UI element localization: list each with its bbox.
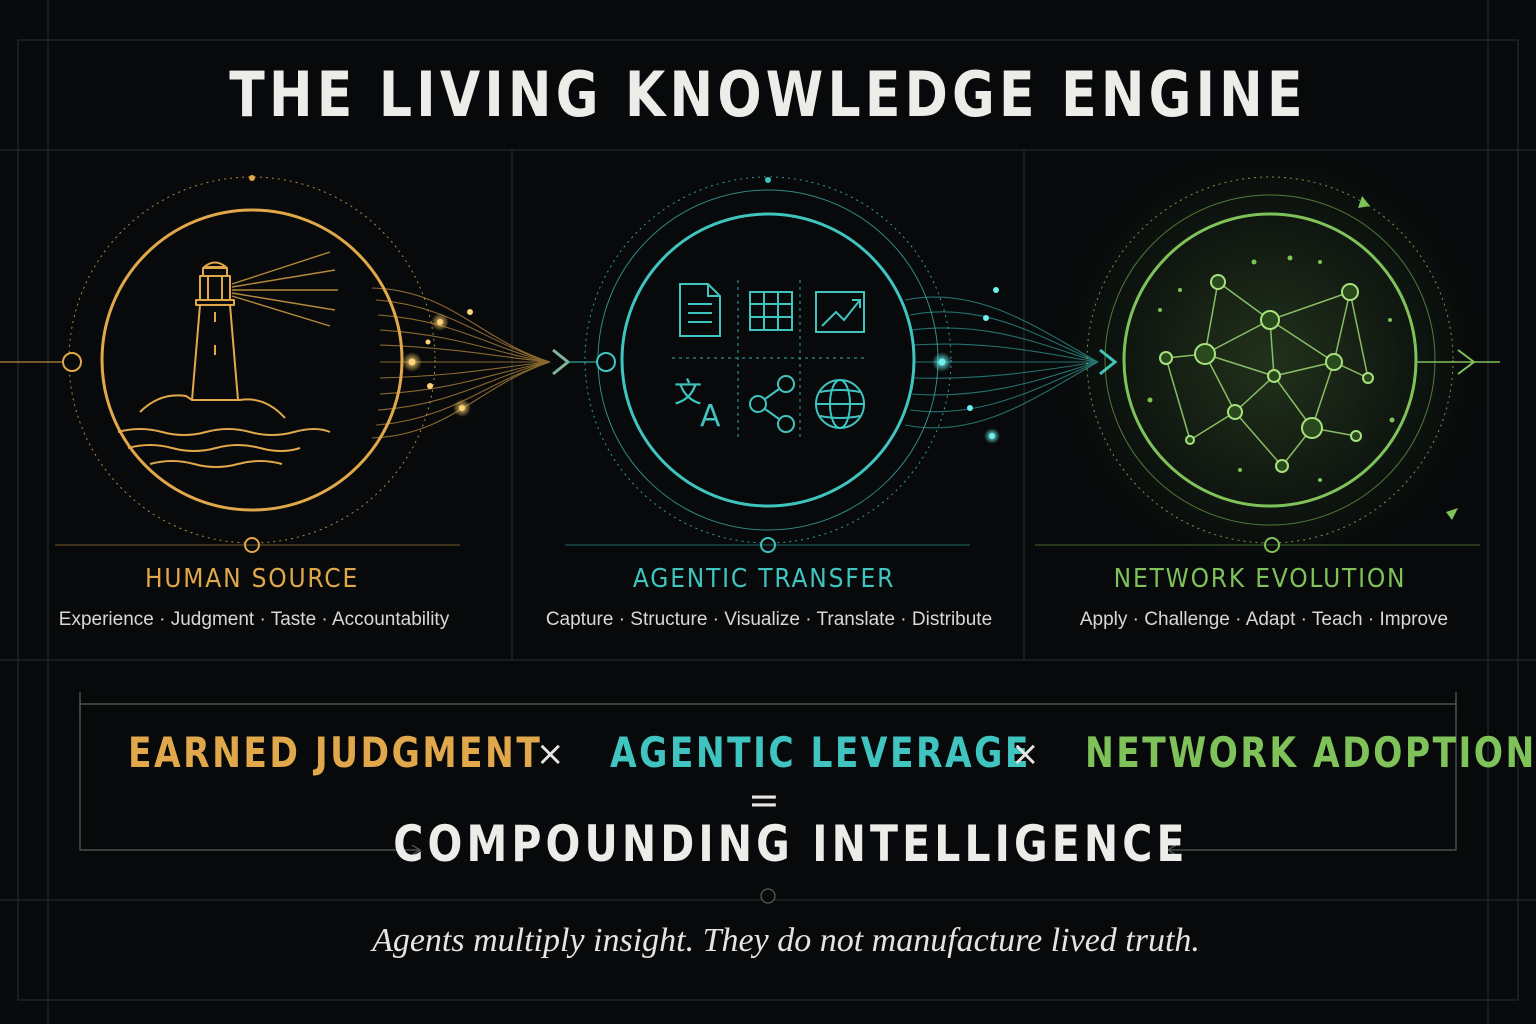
- svg-text:A: A: [700, 399, 721, 434]
- svg-text:文: 文: [674, 376, 702, 409]
- network-graph-icon: [1147, 255, 1395, 482]
- lighthouse-icon: [117, 251, 338, 468]
- equation-term-agentic-leverage: AGENTIC LEVERAGE: [610, 728, 1031, 777]
- share-icon: [749, 375, 795, 433]
- globe-icon: [815, 379, 865, 429]
- tagline: Agents multiply insight. They do not man…: [372, 922, 1200, 959]
- stage-label-agentic-transfer: AGENTIC TRANSFER: [632, 564, 896, 594]
- stage-label-network-evolution: NETWORK EVOLUTION: [1113, 564, 1407, 594]
- translate-icon: 文 A: [674, 376, 721, 434]
- teal-particles: [932, 287, 1000, 444]
- stage-traits-agentic-transfer: Capture · Structure · Visualize · Transl…: [545, 609, 993, 630]
- page-title: THE LIVING KNOWLEDGE ENGINE: [229, 58, 1307, 131]
- line-chart-icon: [815, 291, 865, 333]
- network-evolution-emblem: [1035, 150, 1500, 570]
- human-source-emblem: [0, 175, 460, 553]
- equation-frame: [79, 692, 1457, 904]
- gold-particles: [402, 309, 473, 417]
- equation-result: COMPOUNDING INTELLIGENCE: [393, 815, 1189, 873]
- stage-label-human-source: HUMAN SOURCE: [144, 564, 360, 594]
- stage-traits-human-source: Experience · Judgment · Taste · Accounta…: [58, 609, 450, 630]
- agentic-transfer-emblem: [565, 176, 970, 553]
- multiply-operator-1: ×: [536, 734, 565, 774]
- document-icon: [679, 283, 721, 337]
- arrow-to-transfer: [552, 348, 571, 376]
- equation-term-network-adoption: NETWORK ADOPTION: [1085, 728, 1536, 777]
- stage-traits-network-evolution: Apply · Challenge · Adapt · Teach · Impr…: [1079, 609, 1449, 630]
- table-icon: [749, 291, 793, 331]
- equation-term-earned-judgment: EARNED JUDGMENT: [128, 728, 543, 777]
- multiply-operator-2: ×: [1011, 734, 1040, 774]
- flow-lines-source-to-transfer: [371, 287, 551, 439]
- equals-operator: =: [748, 778, 780, 822]
